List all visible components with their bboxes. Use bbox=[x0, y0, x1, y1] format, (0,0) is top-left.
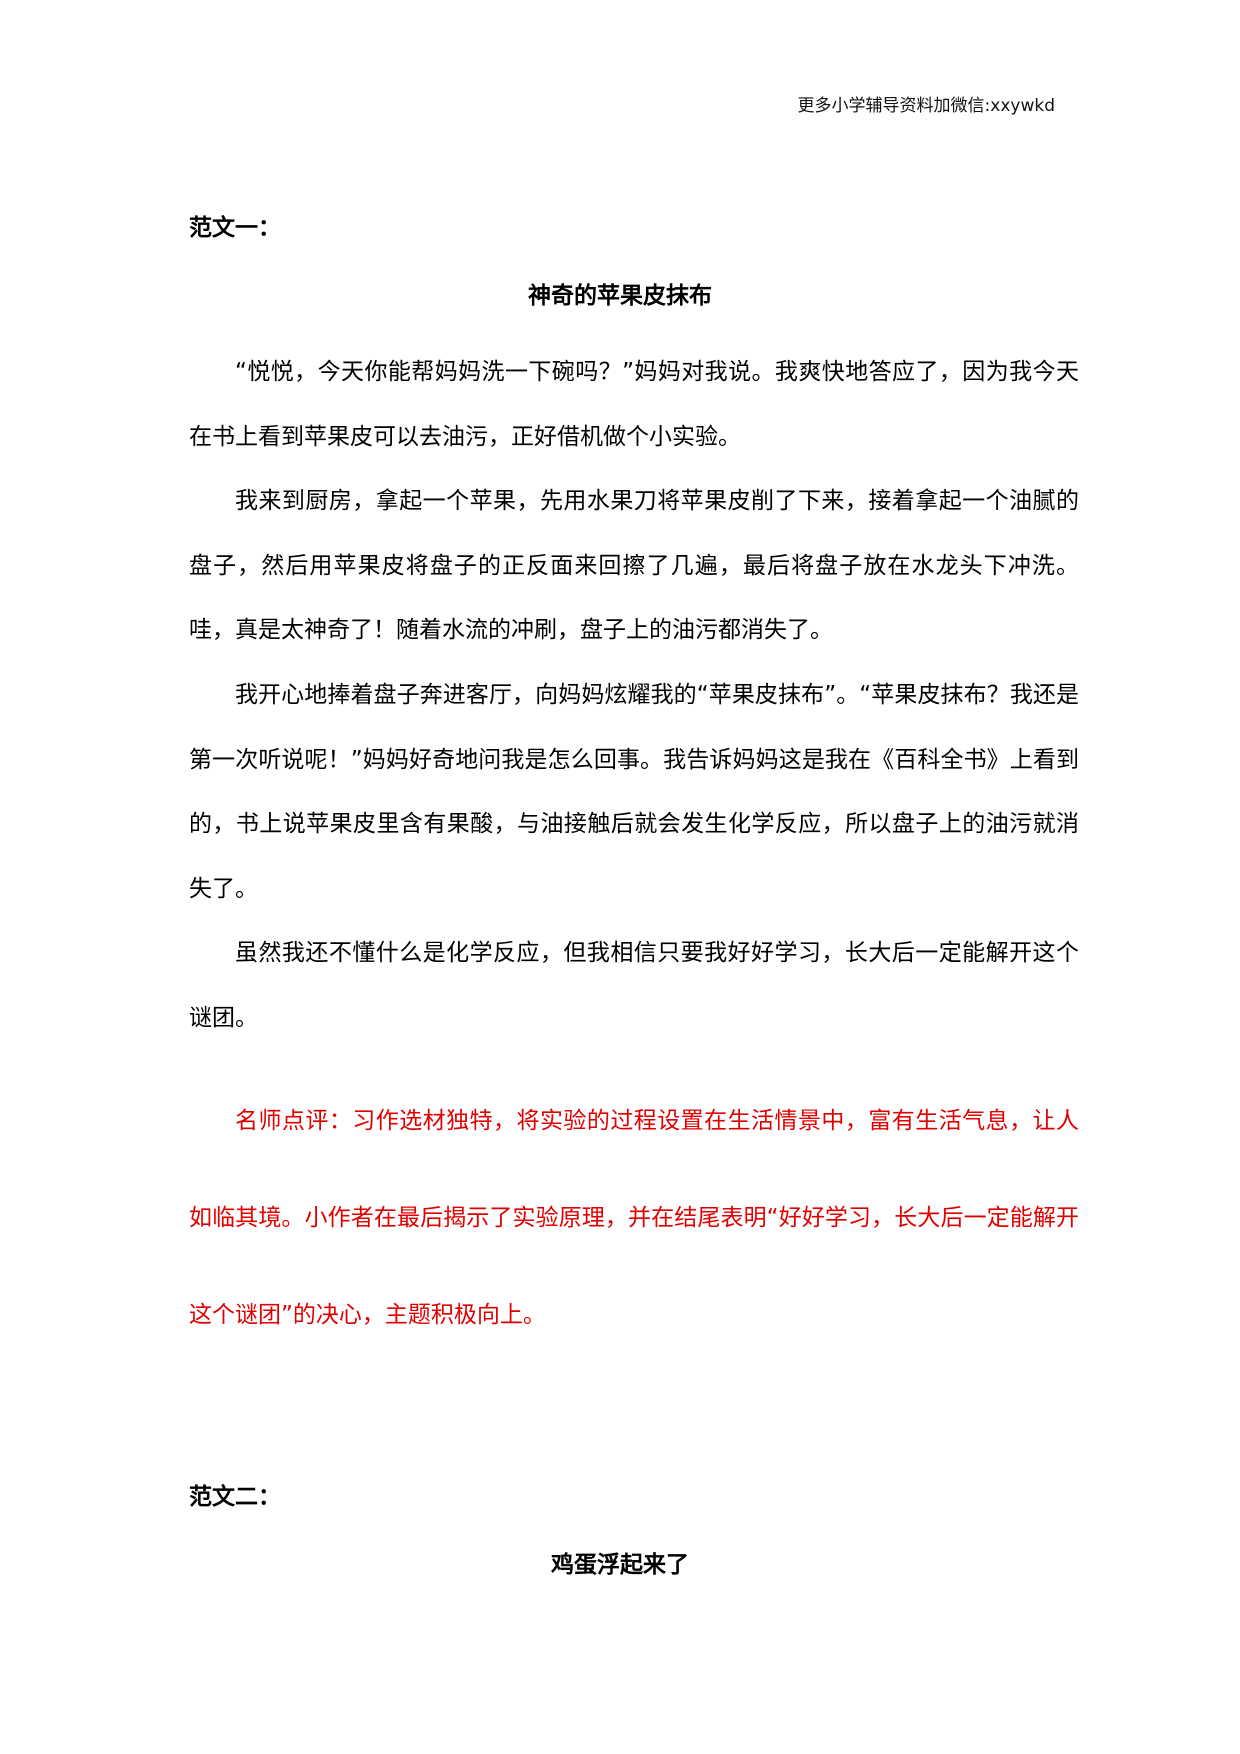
essay-2-title: 鸡蛋浮起来了 bbox=[551, 1552, 689, 1578]
header-note: 更多小学辅导资料加微信:xxywkd bbox=[797, 96, 1055, 116]
essay-2-label: 范文二： bbox=[189, 1484, 281, 1510]
essay-1-paragraph-2: 我来到厨房，拿起一个苹果，先用水果刀将苹果皮削了下来，接着拿起一个油腻的盘子，然… bbox=[189, 488, 1079, 643]
essay-1-paragraph-1: “悦悦，今天你能帮妈妈洗一下碗吗？”妈妈对我说。我爽快地答应了，因为我今天在书上… bbox=[189, 359, 1079, 450]
essay-1-paragraph-3: 我开心地捧着盘子奔进客厅，向妈妈炫耀我的“苹果皮抹布”。“苹果皮抹布？我还是第一… bbox=[189, 682, 1079, 902]
essay-1-title: 神奇的苹果皮抹布 bbox=[528, 283, 712, 309]
essay-1-paragraph-4: 虽然我还不懂什么是化学反应，但我相信只要我好好学习，长大后一定能解开这个谜团。 bbox=[189, 940, 1079, 1031]
essay-1-label: 范文一： bbox=[189, 215, 281, 241]
teacher-comment: 名师点评：习作选材独特，将实验的过程设置在生活情景中，富有生活气息，让人如临其境… bbox=[189, 1108, 1079, 1328]
